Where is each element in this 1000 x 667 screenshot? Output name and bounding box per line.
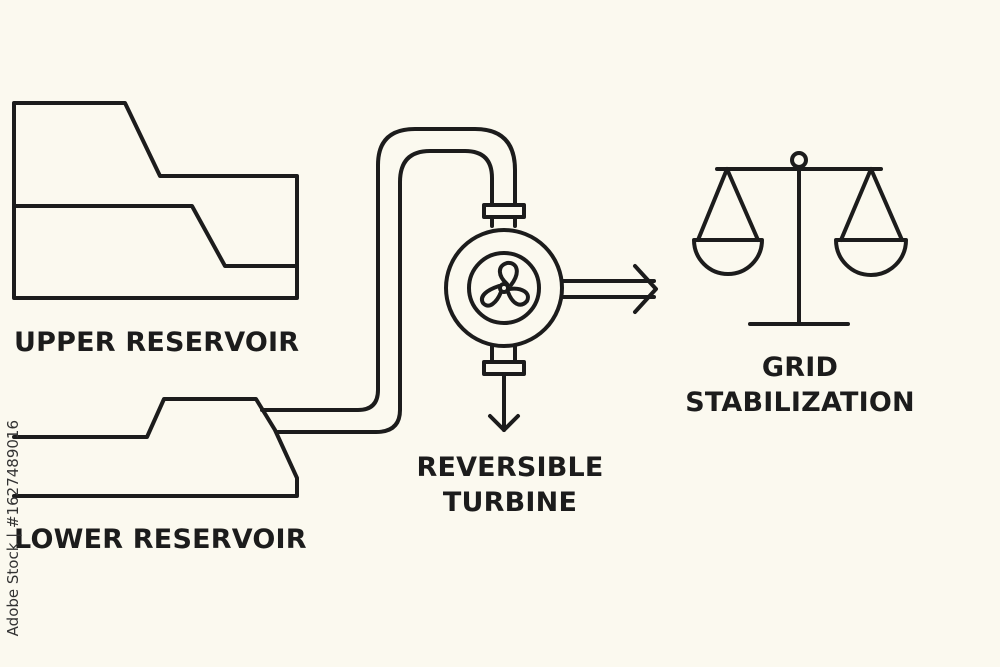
upper-reservoir-label: UPPER RESERVOIR	[14, 327, 300, 358]
balance-scale-icon	[692, 151, 908, 326]
fan-icon	[480, 260, 530, 308]
turbine-label-line2: TURBINE	[442, 487, 578, 518]
turbine-housing	[444, 228, 564, 348]
upper-flange	[482, 203, 526, 219]
turbine-label-line1: REVERSIBLE	[416, 452, 604, 483]
output-arrow-icon	[560, 264, 658, 314]
stock-watermark-id: Adobe Stock | #1627489016	[4, 420, 22, 637]
grid-label-line2: STABILIZATION	[685, 387, 915, 418]
lower-reservoir-label: LOWER RESERVOIR	[14, 524, 307, 555]
grid-label-line1: GRID	[761, 352, 839, 383]
down-arrow-icon	[488, 372, 520, 432]
upper-reservoir-icon	[12, 101, 299, 300]
penstock-pipe	[260, 127, 517, 434]
lower-reservoir-icon	[12, 397, 299, 498]
grid-stabilization-label: GRID STABILIZATION	[670, 350, 930, 420]
turbine-label: REVERSIBLE TURBINE	[390, 450, 630, 520]
